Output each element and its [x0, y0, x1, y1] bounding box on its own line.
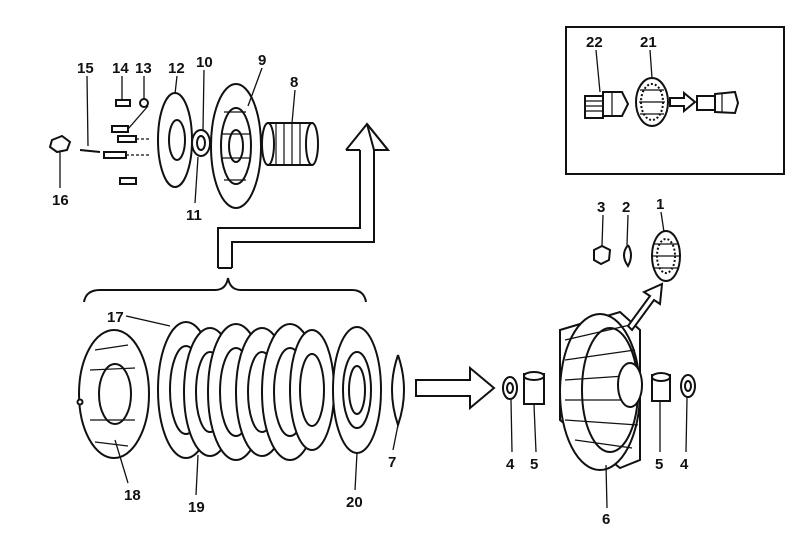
label-1: 1	[656, 196, 664, 213]
label-22: 22	[586, 34, 603, 51]
label-18: 18	[124, 487, 141, 504]
label-14: 14	[112, 60, 129, 77]
pressure-plate-part	[157, 92, 193, 188]
label-10: 10	[196, 54, 213, 71]
plates-bracket	[83, 277, 367, 303]
label-5-right: 5	[655, 456, 663, 473]
screws-group	[103, 105, 150, 185]
label-3: 3	[597, 199, 605, 216]
label-19: 19	[188, 499, 205, 516]
label-12: 12	[168, 60, 185, 77]
label-7: 7	[388, 454, 396, 471]
label-8: 8	[290, 74, 298, 91]
label-5-left: 5	[530, 456, 538, 473]
label-20: 20	[346, 494, 363, 511]
label-17: 17	[107, 309, 124, 326]
bearing-part	[191, 129, 211, 157]
small-gear-part	[635, 77, 669, 127]
label-4-right: 4	[680, 456, 689, 473]
top-left-assembly	[48, 67, 319, 209]
label-2: 2	[622, 199, 630, 216]
stud-nut-part	[584, 91, 630, 119]
nut-part	[48, 134, 72, 154]
label-4-left: 4	[506, 456, 515, 473]
label-6: 6	[602, 511, 610, 528]
label-9: 9	[258, 52, 266, 69]
label-11: 11	[186, 207, 202, 224]
inset-arrow-icon	[669, 90, 697, 114]
label-21: 21	[640, 34, 657, 51]
label-13: 13	[135, 60, 152, 77]
label-15: 15	[77, 60, 94, 77]
label-16: 16	[52, 192, 69, 209]
inset-box	[565, 26, 785, 175]
up-arrow-icon	[626, 282, 664, 332]
clutch-hub-part	[261, 122, 319, 166]
spring-plate-part	[210, 83, 262, 209]
outline-arrow-icon	[217, 122, 391, 269]
pin-part	[79, 149, 101, 153]
clutch-plates-stack	[76, 315, 405, 496]
washer-part	[139, 98, 149, 108]
clutch-basket-assembly	[502, 211, 696, 509]
screw-part	[115, 99, 131, 107]
assembled-stud-part	[696, 90, 740, 115]
right-arrow-icon	[415, 365, 496, 411]
part-labels: 22 21 15 14 13 12 10 9 8 16 11 3 2 1 17 …	[52, 34, 689, 528]
